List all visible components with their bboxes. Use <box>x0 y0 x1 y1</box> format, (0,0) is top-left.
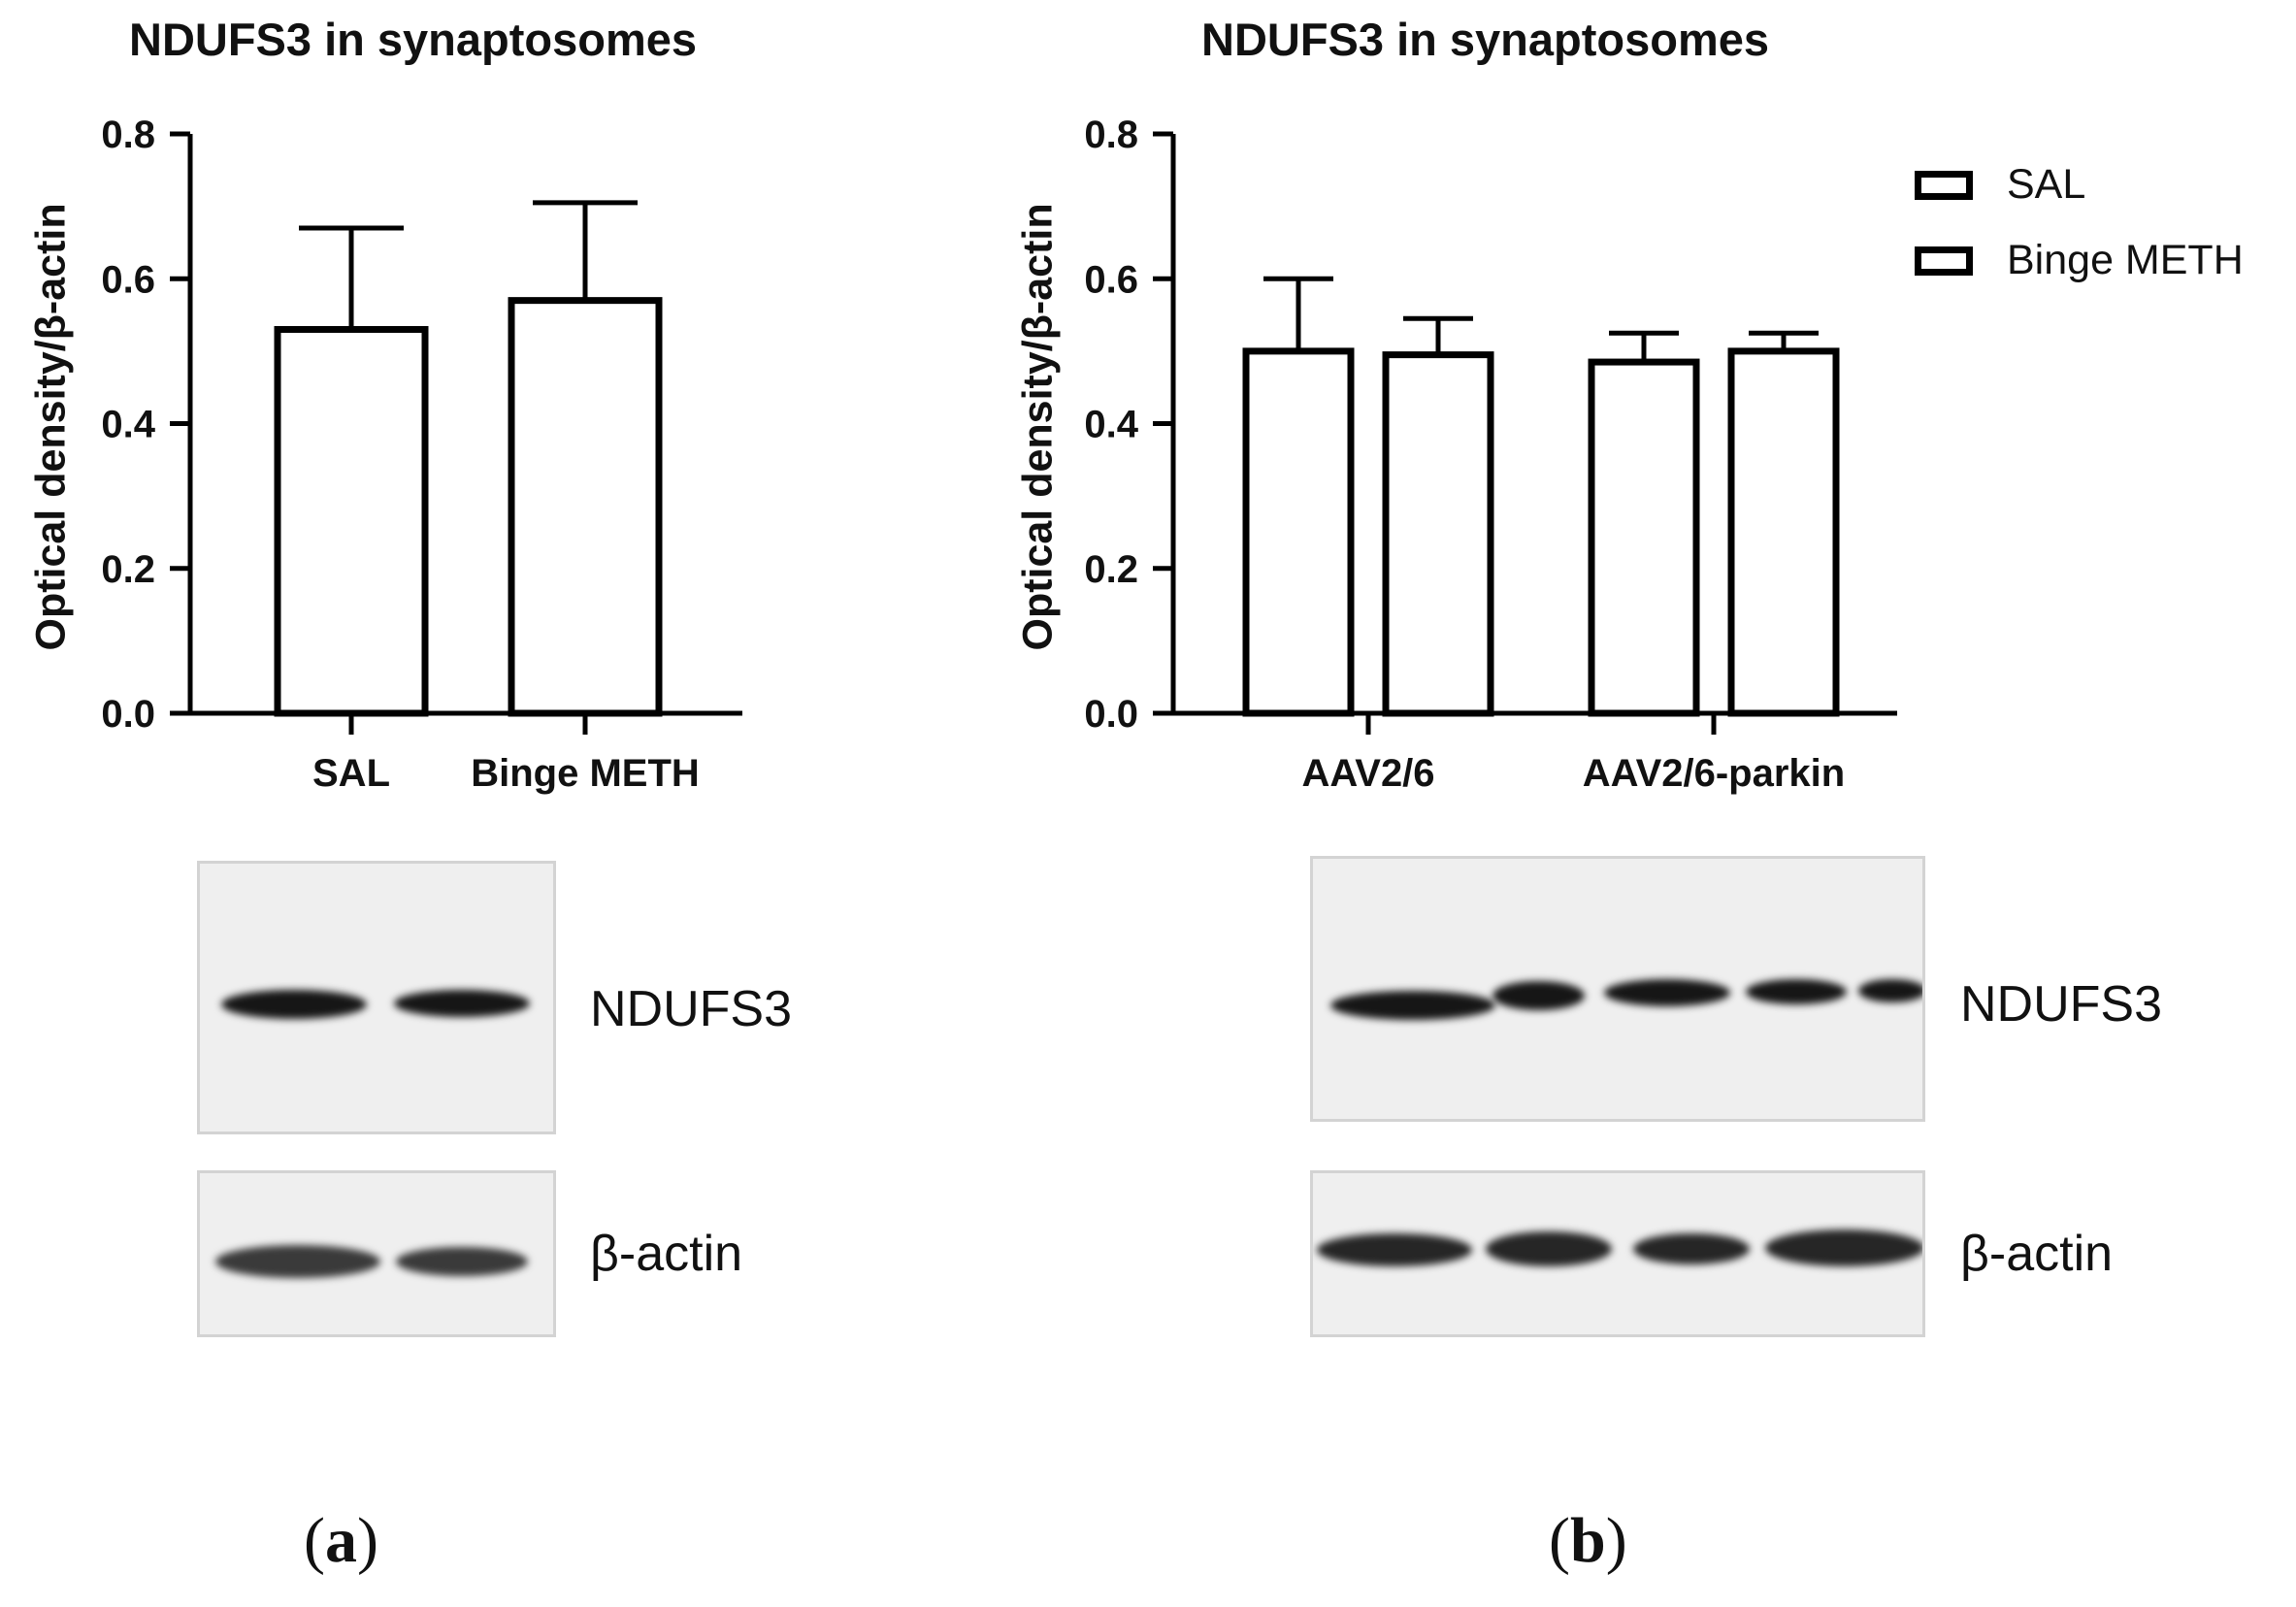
x-tick-label: AAV2/6 <box>1301 752 1434 795</box>
legend-item-sal: SAL <box>1915 161 2085 209</box>
blot-b-ndufs3-image <box>1310 856 1925 1122</box>
legend-swatch-sal <box>1915 170 1973 200</box>
panel-label-a-letter: a <box>324 1505 357 1576</box>
bar <box>508 297 663 717</box>
legend-label-binge-meth: Binge METH <box>2007 237 2244 283</box>
blot-a-ndufs3-label: NDUFS3 <box>590 981 793 1037</box>
y-tick-label: 0.6 <box>101 258 155 301</box>
legend-swatch-binge-meth <box>1915 246 1973 276</box>
blot-band <box>1492 981 1585 1010</box>
blot-b-actin-label: β-actin <box>1960 1226 2114 1282</box>
panel-label-b: (b) <box>1549 1504 1627 1578</box>
y-tick-label: 0.8 <box>101 114 155 156</box>
y-tick-label: 0.2 <box>1084 548 1138 591</box>
bar <box>1588 358 1700 717</box>
blot-band <box>215 1245 380 1278</box>
bar <box>274 325 429 717</box>
blot-band <box>394 990 530 1017</box>
y-tick-label: 0.6 <box>1084 258 1138 301</box>
legend-label-sal: SAL <box>2007 161 2086 208</box>
y-tick-label: 0.0 <box>1084 693 1138 736</box>
x-tick-label: SAL <box>312 752 390 795</box>
blot-band <box>1317 1233 1472 1266</box>
blot-b-actin-image <box>1310 1170 1925 1337</box>
y-tick-label: 0.4 <box>1084 404 1138 446</box>
blot-band <box>1858 979 1922 1002</box>
bar <box>1382 351 1494 717</box>
panel-label-b-letter: b <box>1569 1505 1606 1576</box>
y-tick-label: 0.8 <box>1084 114 1138 156</box>
blot-band <box>1330 991 1495 1020</box>
y-tick-label: 0.4 <box>101 404 155 446</box>
bar <box>1242 347 1355 717</box>
chart-a-title: NDUFS3 in synaptosomes <box>129 14 698 65</box>
blot-a-actin-label: β-actin <box>590 1226 743 1282</box>
blot-a-actin-image <box>197 1170 556 1337</box>
blot-b-ndufs3-label: NDUFS3 <box>1960 976 2163 1033</box>
blot-band <box>1765 1230 1922 1266</box>
blot-band <box>396 1247 528 1276</box>
legend-item-binge-meth: Binge METH <box>1915 237 2244 284</box>
bar <box>1727 347 1840 717</box>
y-tick-label: 0.0 <box>101 693 155 736</box>
x-tick-label: Binge METH <box>471 752 700 795</box>
panel-label-b-close: ) <box>1605 1505 1627 1576</box>
panel-label-a: (a) <box>304 1504 378 1578</box>
blot-a-ndufs3-image <box>197 861 556 1134</box>
blot-band <box>1633 1233 1750 1264</box>
x-tick-label: AAV2/6-parkin <box>1583 752 1845 795</box>
blot-band <box>1486 1231 1612 1266</box>
panel-label-a-close: ) <box>356 1505 378 1576</box>
y-tick-label: 0.2 <box>101 548 155 591</box>
blot-band <box>1746 979 1847 1004</box>
blot-band <box>1604 979 1730 1006</box>
blot-band <box>221 990 367 1019</box>
panel-label-b-open: ( <box>1549 1505 1570 1576</box>
chart-b-title: NDUFS3 in synaptosomes <box>1201 14 1770 65</box>
panel-label-a-open: ( <box>304 1505 325 1576</box>
